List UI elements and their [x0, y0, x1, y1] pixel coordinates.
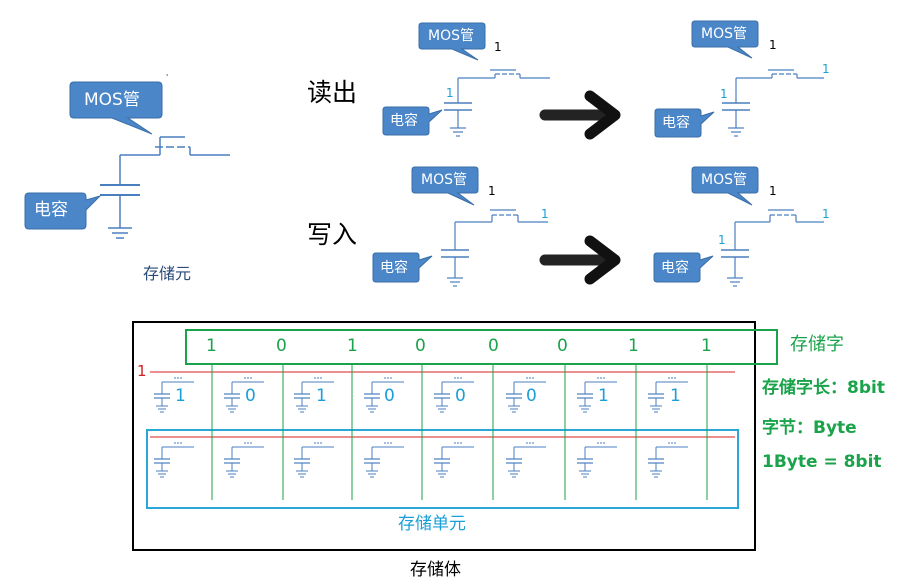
cell-value-4: 0 [455, 386, 466, 406]
cell-value-6: 1 [598, 386, 609, 406]
cell-value-0: 1 [175, 386, 186, 406]
byte-label: 字节：Byte [762, 418, 857, 438]
cell-value-7: 1 [670, 386, 681, 406]
byte-equation: 1Byte = 8bit [762, 452, 882, 472]
gate-value-write-after: 1 [769, 184, 777, 198]
storage-body-label: 存储体 [410, 560, 461, 580]
storage-word-label: 存储字 [790, 334, 844, 355]
mos-callout-read-after: MOS管 [701, 26, 747, 42]
read-label: 读出 [307, 78, 358, 107]
write-before-cell [372, 166, 548, 287]
write-label: 写入 [307, 220, 358, 249]
storage-unit-label: 存储单元 [398, 514, 466, 534]
read-arrow-icon [539, 90, 621, 140]
mos-callout-write-after: MOS管 [701, 172, 747, 188]
word-bit-1: 0 [276, 336, 287, 356]
capacitor-callout-big: 电容 [34, 200, 68, 220]
mos-callout-big: MOS管 [84, 90, 140, 110]
capacitor-callout-read-before: 电容 [390, 113, 418, 129]
cell-value-2: 1 [316, 386, 327, 406]
storage-body-box [132, 321, 756, 551]
gate-value-read-after: 1 [769, 38, 777, 52]
cap-value-read-after: 1 [720, 87, 728, 101]
word-bit-4: 0 [488, 336, 499, 356]
line-value-read-after: 1 [822, 62, 830, 76]
word-bit-5: 0 [557, 336, 568, 356]
svg-text:': ' [166, 73, 168, 82]
read-after-cell [654, 20, 824, 138]
cell-value-3: 0 [384, 386, 395, 406]
word-line-marker: 1 [137, 362, 147, 380]
capacitor-callout-read-after: 电容 [662, 115, 690, 131]
storage-unit-box [146, 429, 739, 509]
storage-cell-caption: 存储元 [143, 264, 192, 283]
capacitor-callout-write-before: 电容 [380, 260, 408, 276]
word-bit-2: 1 [347, 336, 358, 356]
cap-value-write-after: 1 [718, 233, 726, 247]
capacitor-callout-write-after: 电容 [661, 260, 689, 276]
line-value-write-after: 1 [822, 207, 830, 221]
storage-word-box [185, 329, 778, 365]
word-bit-6: 1 [628, 336, 639, 356]
cell-value-1: 0 [245, 386, 256, 406]
mos-callout-write-before: MOS管 [421, 172, 467, 188]
write-arrow-icon [539, 235, 621, 285]
gate-value-read-before: 1 [494, 40, 502, 54]
write-after-cell [653, 166, 824, 287]
word-length-label: 存储字长：8bit [762, 378, 885, 398]
word-bit-3: 0 [415, 336, 426, 356]
bit-lines [211, 364, 708, 500]
word-bit-0: 1 [206, 336, 217, 356]
cell-row-2 [153, 442, 689, 478]
gate-value-write-before: 1 [488, 184, 496, 198]
mos-callout-read-before: MOS管 [428, 28, 474, 44]
read-before-cell [382, 22, 550, 137]
cap-value-read-before: 1 [446, 86, 454, 100]
cell-value-5: 0 [526, 386, 537, 406]
word-bit-7: 1 [701, 336, 712, 356]
big-storage-cell: ' [24, 73, 230, 239]
line-value-write-before: 1 [541, 207, 549, 221]
